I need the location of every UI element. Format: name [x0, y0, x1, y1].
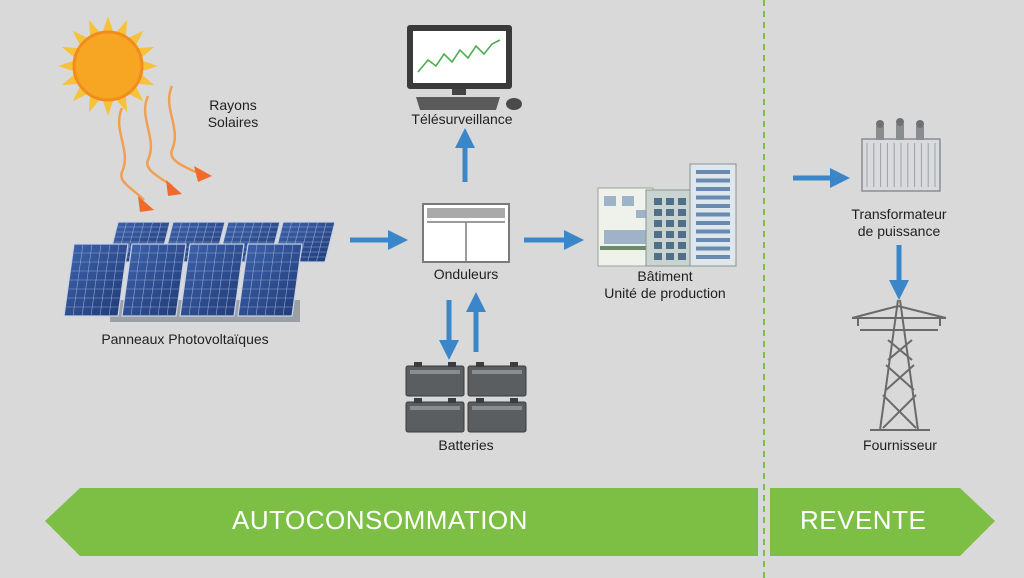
batteries-icon [405, 362, 527, 433]
solar-panels-icon [63, 221, 336, 322]
inverter-icon [422, 203, 510, 263]
flow-arrows [350, 128, 909, 360]
sun-label: Rayons Solaires [207, 97, 259, 130]
ray-arrowheads-icon [138, 166, 212, 212]
building-icon [597, 163, 737, 267]
revente-band [770, 488, 995, 556]
revente-text: REVENTE [800, 505, 927, 535]
monitoring-label: Télésurveillance [411, 111, 513, 127]
panels-label: Panneaux Photovoltaïques [101, 331, 269, 347]
batteries-label: Batteries [438, 437, 494, 453]
transformer-icon [861, 118, 941, 192]
transformer-label: Transformateur de puissance [851, 206, 947, 239]
monitoring-computer-icon [407, 25, 522, 110]
supplier-label: Fournisseur [863, 437, 937, 453]
building-label: Bâtiment Unité de production [604, 268, 726, 301]
solar-rays-icon [117, 85, 201, 201]
autoconsommation-band [45, 488, 758, 556]
autoconsommation-text: AUTOCONSOMMATION [232, 505, 528, 535]
inverters-label: Onduleurs [433, 266, 499, 282]
sun-icon [58, 16, 158, 116]
pylon-icon [851, 299, 947, 431]
